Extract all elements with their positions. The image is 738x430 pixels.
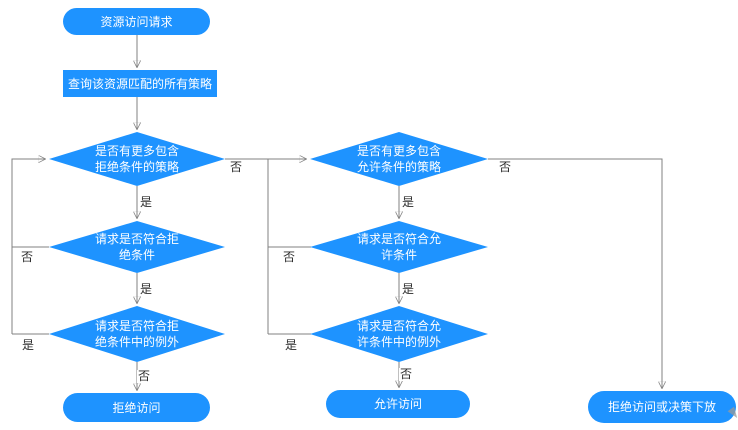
node-deny-access-label: 拒绝访问 — [112, 400, 161, 415]
node-deny-access: 拒绝访问 — [63, 393, 210, 422]
edge-allow-more-no — [488, 158, 662, 388]
node-start: 资源访问请求 — [63, 8, 210, 35]
edge-label-deny-match-yes: 是 — [139, 282, 154, 296]
node-more-deny-policies-label: 是否有更多包含 拒绝条件的策略 — [94, 144, 179, 174]
node-allow-access-label: 允许访问 — [373, 397, 422, 411]
edge-label-deny-exception-yes: 是 — [21, 338, 36, 352]
edge-label-deny-exception-no: 否 — [137, 369, 152, 383]
node-query-policies-label: 查询该资源匹配的所有策略 — [67, 76, 212, 91]
node-match-deny-exception-label: 请求是否符合拒 绝条件中的例外 — [94, 319, 179, 349]
edge-label-allow-more-no: 否 — [498, 160, 513, 174]
edge-left-loopback — [11, 159, 45, 334]
edge-label-deny-more-yes: 是 — [139, 195, 154, 209]
node-match-allow-exception-label: 请求是否符合允 许条件中的例外 — [356, 319, 441, 349]
node-deny-or-delegate-label: 拒绝访问或决策下放 — [607, 400, 716, 414]
node-allow-access: 允许访问 — [326, 390, 470, 418]
node-deny-or-delegate: 拒绝访问或决策下放 — [588, 391, 736, 423]
edge-label-allow-more-yes: 是 — [401, 195, 416, 209]
edge-label-allow-exception-yes: 是 — [284, 338, 299, 352]
edge-label-deny-match-no: 否 — [20, 250, 35, 264]
edge-label-deny-more-no: 否 — [229, 160, 244, 174]
edge-label-allow-match-yes: 是 — [401, 282, 416, 296]
node-match-deny-label: 请求是否符合拒 绝条件 — [94, 232, 179, 262]
node-match-allow-label: 请求是否符合允 许条件 — [356, 232, 441, 262]
node-query-policies: 查询该资源匹配的所有策略 — [63, 70, 217, 97]
edge-label-allow-match-no: 否 — [282, 250, 297, 264]
node-start-label: 资源访问请求 — [100, 14, 173, 29]
node-more-allow-policies-label: 是否有更多包含 允许条件的策略 — [356, 144, 441, 174]
edge-label-allow-exception-no: 否 — [399, 367, 414, 381]
